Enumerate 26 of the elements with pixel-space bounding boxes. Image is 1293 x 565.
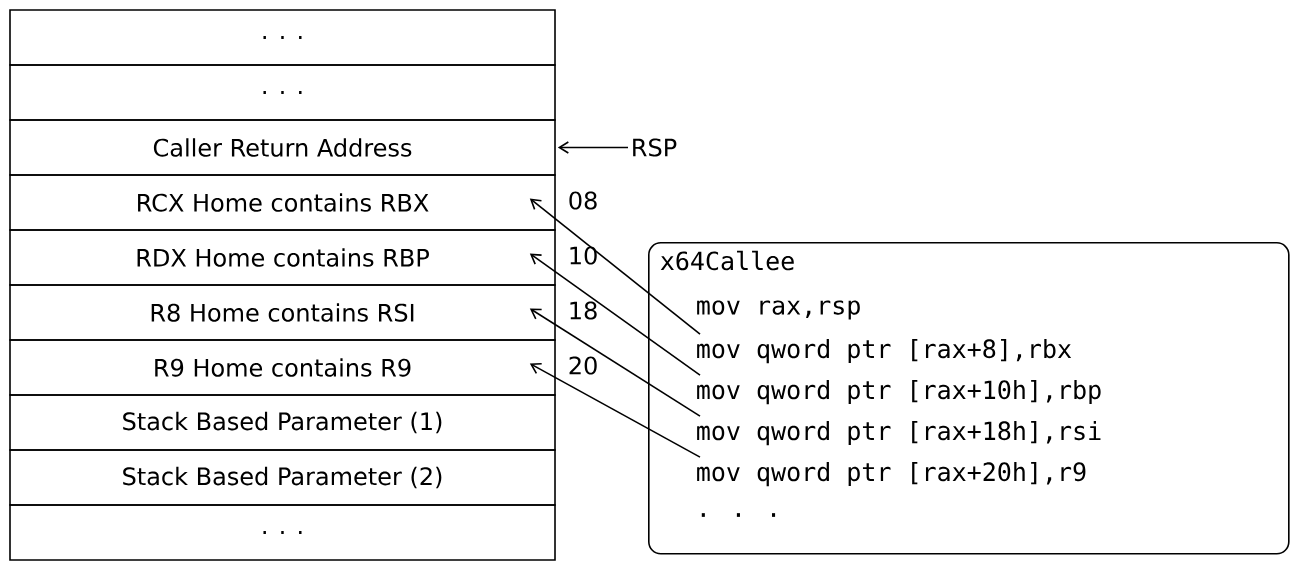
offset-label: 08 — [569, 191, 597, 210]
offset-label: 10 — [570, 246, 597, 265]
arrow — [529, 308, 701, 417]
stack-cell: RCX Home contains RBX — [9, 174, 556, 231]
stack-cell: . . . — [9, 9, 556, 66]
arrow — [529, 198, 701, 335]
stack-cell: R8 Home contains RSI — [9, 284, 556, 341]
stack-cell: . . . — [9, 504, 556, 561]
stack-cell: R9 Home contains R9 — [9, 339, 556, 396]
register-label: RSP — [633, 138, 677, 157]
code-line: . . . — [701, 513, 776, 517]
code-line: mov qword ptr [rax+18h],rsi — [697, 420, 1101, 446]
code-line: mov qword ptr [rax+10h],rbp — [697, 379, 1101, 405]
offset-label: 18 — [570, 301, 597, 320]
stack-cell: Caller Return Address — [9, 119, 556, 176]
stack-cell: Stack Based Parameter (1) — [9, 394, 556, 451]
code-line: mov qword ptr [rax+20h],r9 — [697, 461, 1086, 487]
arrow — [557, 141, 629, 154]
offset-label: 20 — [569, 356, 597, 375]
stack-cell: RDX Home contains RBP — [9, 229, 556, 286]
arrow — [529, 253, 701, 376]
stack-cell: Stack Based Parameter (2) — [9, 449, 556, 506]
arrow — [529, 362, 701, 458]
code-line: mov qword ptr [rax+8],rbx — [697, 338, 1072, 364]
stack-cell: . . . — [9, 64, 556, 121]
code-line: mov rax,rsp — [697, 300, 860, 320]
